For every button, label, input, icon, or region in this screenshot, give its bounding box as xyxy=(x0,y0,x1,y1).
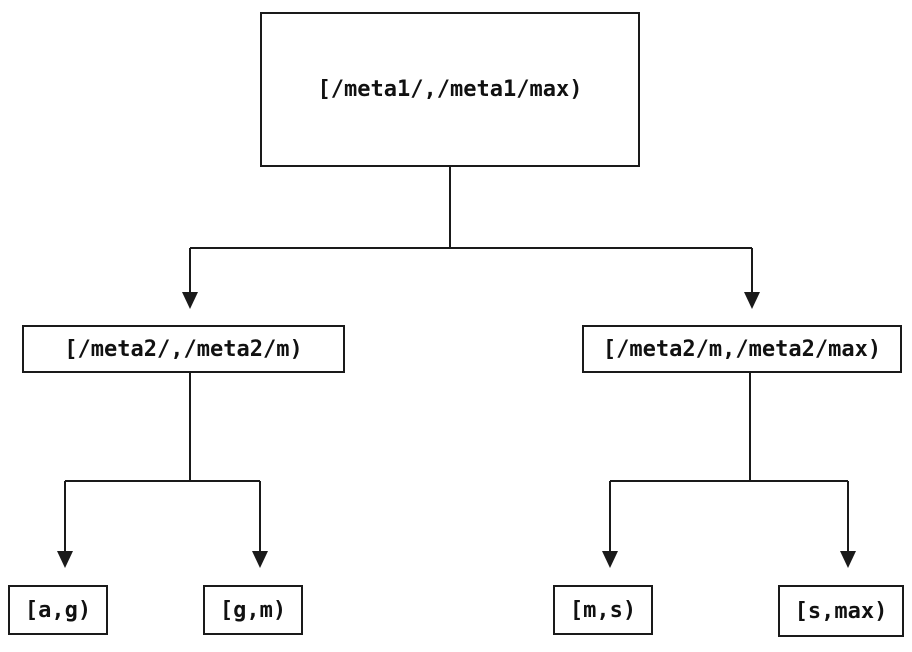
tree-node-leaf-ag: [a,g) xyxy=(8,585,108,635)
tree-node-leaf-gm: [g,m) xyxy=(203,585,303,635)
arrowhead-leaf-gm xyxy=(252,551,268,568)
node-leaf-ms-label: [m,s) xyxy=(569,597,637,623)
arrowhead-leaf-ag xyxy=(57,551,73,568)
node-leaf-gm-label: [g,m) xyxy=(219,597,287,623)
node-meta2-right-label: [/meta2/m,/meta2/max) xyxy=(602,336,882,362)
node-leaf-smax-label: [s,max) xyxy=(794,598,888,624)
arrowhead-meta2-left xyxy=(182,292,198,309)
tree-node-meta2-right: [/meta2/m,/meta2/max) xyxy=(582,325,902,373)
node-meta2-left-label: [/meta2/,/meta2/m) xyxy=(64,336,303,362)
arrowhead-leaf-smax xyxy=(840,551,856,568)
tree-node-meta2-left: [/meta2/,/meta2/m) xyxy=(22,325,345,373)
node-root-label: [/meta1/,/meta1/max) xyxy=(317,77,583,102)
arrowhead-leaf-ms xyxy=(602,551,618,568)
node-leaf-ag-label: [a,g) xyxy=(24,597,92,623)
tree-node-root: [/meta1/,/meta1/max) xyxy=(260,12,640,167)
tree-node-leaf-smax: [s,max) xyxy=(778,585,904,637)
arrowhead-meta2-right xyxy=(744,292,760,309)
tree-node-leaf-ms: [m,s) xyxy=(553,585,653,635)
